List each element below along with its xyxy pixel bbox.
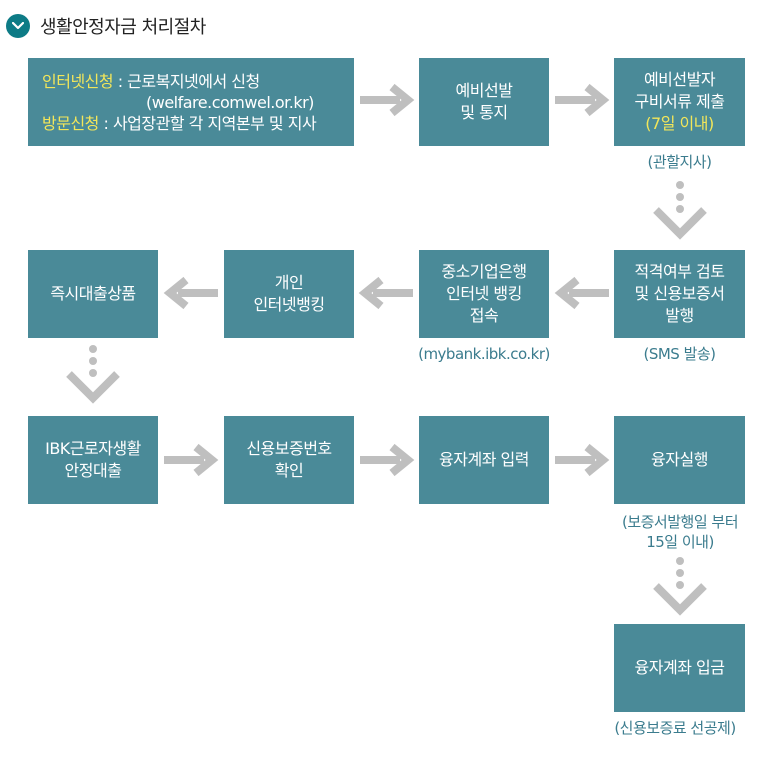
page-title: 생활안정자금 처리절차 [40,17,206,38]
step-deposit: 융자계좌 입금 [614,624,745,712]
arrow-right-icon [164,443,219,477]
step-submit-deadline: (7일 이내) [645,114,714,133]
step-execute-caption: (보증서발행일 부터 15일 이내) [600,512,760,552]
step-execute: 융자실행 [614,416,745,504]
internet-apply-text: : 근로복지넷에서 신청 [117,71,261,91]
step-personal: 개인 인터넷뱅킹 [224,250,354,338]
arrow-left-icon [554,276,609,310]
step-ibk: IBK근로자생활 안정대출 [28,416,158,504]
step-deposit-line1: 융자계좌 입금 [634,658,725,677]
step-account: 융자계좌 입력 [419,416,549,504]
step-account-line1: 융자계좌 입력 [439,450,529,469]
step-personal-line2: 인터넷뱅킹 [253,295,325,314]
step-review-line2: 및 신용보증서 [634,284,725,303]
step-bank-line1: 중소기업은행 [441,262,527,281]
step-execute-caption-line1: (보증서발행일 부터 [621,513,739,531]
arrow-down-icon [653,557,707,616]
step-review-line3: 발행 [665,306,694,325]
arrow-left-icon [358,276,413,310]
step-submit-line2: 구비서류 제출 [634,92,725,111]
step-review: 적격여부 검토 및 신용보증서 발행 [614,250,745,338]
visit-apply-text: : 사업장관할 각 지역본부 및 지사 [103,113,317,133]
step-bank-caption: (mybank.ibk.co.kr) [418,345,550,363]
step-confirm-line2: 확인 [274,461,304,480]
step-confirm: 신용보증번호 확인 [224,416,354,504]
arrow-right-icon [555,83,610,117]
step-ibk-line2: 안정대출 [64,461,122,480]
step-instant: 즉시대출상품 [28,250,158,338]
chevron-down-icon[interactable] [6,14,30,38]
step-submit-line1: 예비선발자 [643,70,716,89]
step-notice: 예비선발 및 통지 [419,58,549,146]
step-submit: 예비선발자 구비서류 제출 (7일 이내) [614,58,745,146]
step-personal-line1: 개인 [274,273,304,292]
internet-apply-url: (welfare.comwel.or.kr) [146,92,314,112]
step-bank-line3: 접속 [469,306,499,325]
step-instant-line1: 즉시대출상품 [50,284,136,303]
step-review-line1: 적격여부 검토 [634,262,725,281]
arrow-left-icon [163,276,218,310]
step-ibk-line1: IBK근로자생활 [45,439,141,458]
step-notice-line2: 및 통지 [460,103,508,122]
visit-apply-label: 방문신청 [42,113,99,133]
step-notice-line1: 예비선발 [455,81,513,100]
step-confirm-line1: 신용보증번호 [246,439,332,458]
internet-apply-label: 인터넷신청 [42,71,114,91]
page-header: 생활안정자금 처리절차 [6,11,206,41]
step-bank-line2: 인터넷 뱅킹 [446,284,522,303]
step-deposit-caption: (신용보증료 선공제) [614,719,736,737]
arrow-right-icon [555,443,610,477]
step-execute-caption-line2: 15일 이내) [646,533,714,551]
arrow-right-icon [360,443,415,477]
step-execute-line1: 융자실행 [651,450,708,469]
step-review-caption: (SMS 발송) [643,345,716,363]
arrow-down-icon [653,181,707,240]
arrow-right-icon [360,83,415,117]
step-apply: 인터넷신청 : 근로복지넷에서 신청 (welfare.comwel.or.kr… [28,58,354,146]
step-bank: 중소기업은행 인터넷 뱅킹 접속 [419,250,549,338]
step-submit-caption: (관할지사) [647,153,712,171]
arrow-down-icon [66,345,120,404]
